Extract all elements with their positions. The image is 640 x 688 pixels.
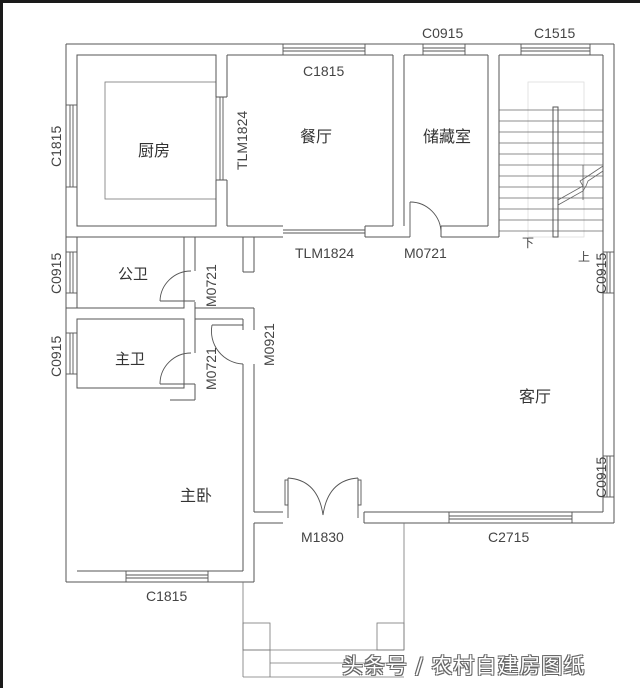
room-label-master-bath: 主卫: [115, 350, 145, 368]
door-master-bath-swing: [159, 352, 195, 385]
window-public-bath-west: [65, 251, 78, 294]
room-label-living: 客厅: [519, 387, 551, 406]
window-storage-north: [422, 43, 466, 56]
window-stair-east: [602, 251, 615, 294]
room-label-dining: 餐厅: [300, 127, 332, 146]
door-code-public-bath: M0721: [203, 264, 219, 307]
porch: [242, 523, 405, 678]
sliding-door-dining: [283, 229, 365, 234]
image-frame-top: [0, 0, 640, 3]
window-master-bath-west: [65, 332, 78, 375]
stair-down-label: 下: [522, 236, 534, 250]
door-code-kitchen-slider: TLM1824: [234, 111, 250, 170]
bathroom-walls: [66, 236, 255, 401]
door-entrance-double: [284, 477, 362, 518]
room-label-kitchen: 厨房: [138, 141, 170, 160]
door-public-bath-swing: [159, 270, 195, 302]
door-code-dining-slider: TLM1824: [295, 245, 354, 261]
window-living-east: [602, 455, 615, 498]
window-code-stair-north: C1515: [534, 25, 575, 41]
door-code-master-bath: M0721: [203, 347, 219, 390]
window-dining-north: [282, 43, 366, 56]
bedroom-walls: [242, 364, 283, 582]
watermark: 头条号 / 农村自建房图纸: [342, 654, 586, 678]
window-code-living-south: C2715: [488, 529, 529, 545]
door-storage-swing: [409, 201, 442, 237]
window-code-kitchen-west: C1815: [48, 126, 64, 167]
window-code-master-bath-west: C0915: [48, 336, 64, 377]
window-code-living-east: C0915: [593, 457, 609, 498]
staircase: [499, 81, 604, 238]
window-bedroom-south: [125, 570, 209, 583]
dining-walls: [227, 55, 410, 238]
window-code-stair-east: C0915: [593, 253, 609, 294]
outer-walls: [65, 43, 615, 583]
storage-walls: [440, 55, 500, 238]
sliding-door-kitchen: [219, 97, 224, 180]
stair-up-label: 上: [578, 250, 590, 264]
room-label-master-bedroom: 主卧: [180, 486, 212, 505]
window-living-south: [448, 511, 573, 524]
window-code-bedroom-south: C1815: [146, 588, 187, 604]
room-label-storage: 储藏室: [423, 127, 471, 146]
door-code-storage: M0721: [404, 245, 447, 261]
room-label-public-bath: 公卫: [118, 265, 148, 283]
window-stair-north: [520, 43, 591, 56]
image-frame-left: [0, 0, 3, 688]
door-code-bedroom: M0921: [261, 323, 277, 366]
window-code-storage-north: C0915: [422, 25, 463, 41]
door-bedroom-swing: [211, 324, 244, 365]
window-code-dining-north: C1815: [303, 63, 344, 79]
door-code-entrance: M1830: [301, 529, 344, 545]
window-kitchen-west: [65, 104, 78, 188]
window-code-public-bath-west: C0915: [48, 253, 64, 294]
